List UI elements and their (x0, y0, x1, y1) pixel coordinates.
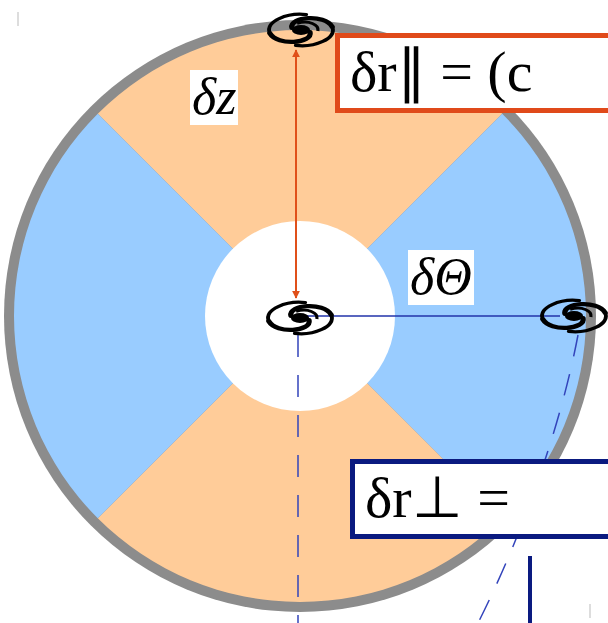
galaxy-symbol (542, 300, 606, 331)
quantity-label: δz (190, 70, 238, 125)
depth-arrow (295, 50, 297, 298)
separation-line (300, 315, 560, 317)
galaxy-symbol (269, 14, 333, 45)
formula-text: δr∥ = (c (350, 40, 605, 104)
dashed-line (297, 335, 299, 623)
leader-line (528, 556, 532, 623)
formula-box: δr∥ = (c (335, 33, 608, 113)
tick-mark (18, 12, 19, 26)
formula-text: δr⊥ = (365, 466, 605, 530)
galaxy-symbol (268, 302, 332, 333)
formula-box: δr⊥ = (350, 459, 608, 539)
quantity-label: δΘ (408, 250, 474, 305)
tick-mark (590, 604, 591, 618)
sector (14, 114, 236, 518)
